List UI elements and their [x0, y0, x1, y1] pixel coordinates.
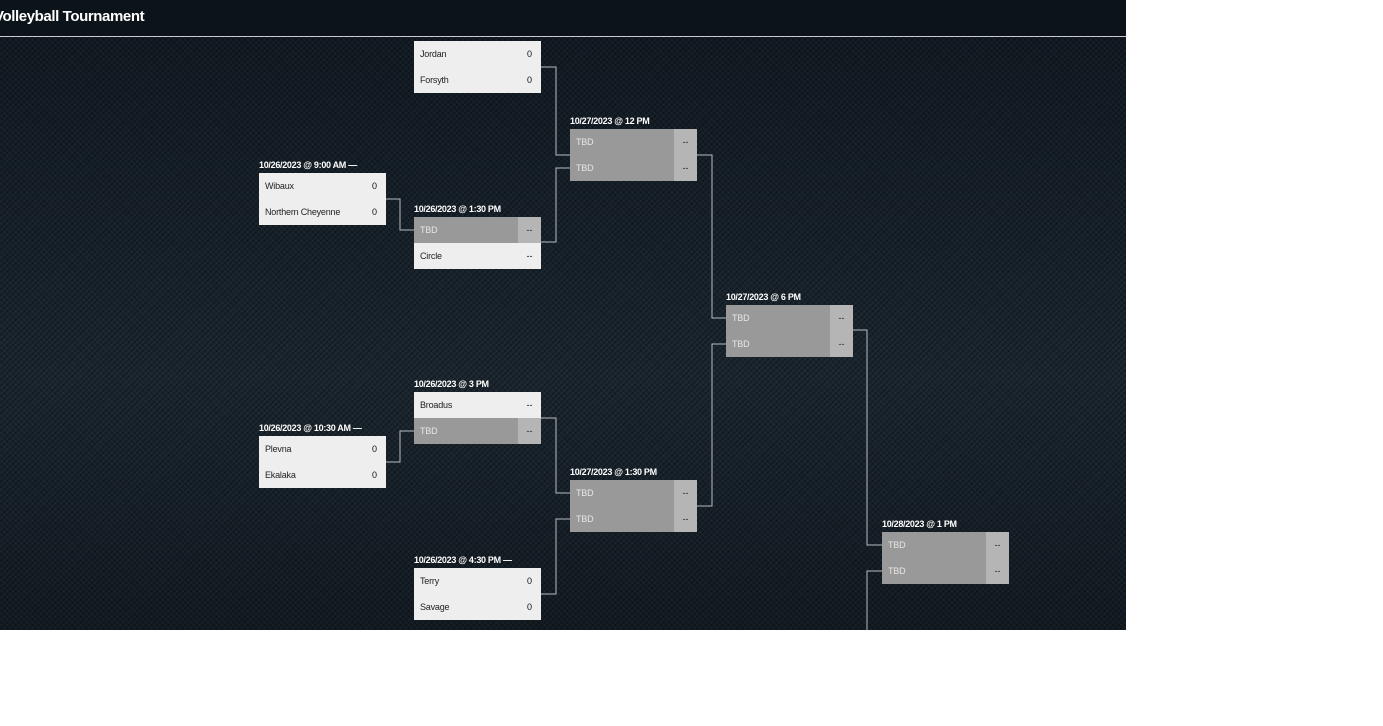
- team-slot[interactable]: Forsyth 0: [414, 67, 541, 93]
- match-datetime: 10/26/2023 @ 3 PM: [414, 379, 489, 389]
- team-name: Jordan: [420, 49, 447, 59]
- team-score: --: [986, 558, 1009, 584]
- connector-m7-m6: [385, 430, 414, 463]
- team-score: 0: [526, 602, 532, 612]
- match-datetime: 10/27/2023 @ 12 PM: [570, 116, 650, 126]
- team-score: --: [518, 418, 541, 444]
- team-slot[interactable]: Plevna 0: [259, 436, 386, 462]
- team-score: 0: [526, 75, 532, 85]
- connector-m8-m5: [696, 343, 726, 507]
- match-card[interactable]: 10/26/2023 @ 4:30 PM — Terry 0 Savage 0: [414, 555, 541, 620]
- team-name: Broadus: [420, 400, 453, 410]
- team-name: Terry: [420, 576, 439, 586]
- team-name: TBD: [888, 540, 906, 550]
- connector-m3-m4: [541, 167, 570, 243]
- team-name: TBD: [576, 514, 594, 524]
- team-score: --: [674, 480, 697, 506]
- connector-m10-m8: [541, 518, 570, 595]
- match-datetime: 10/27/2023 @ 1:30 PM: [570, 467, 657, 477]
- match-card[interactable]: Jordan 0 Forsyth 0: [414, 41, 541, 93]
- connector-m4-m5: [696, 154, 726, 319]
- match-datetime: 10/26/2023 @ 10:30 AM —: [259, 423, 362, 433]
- team-slot[interactable]: Circle --: [414, 243, 541, 269]
- match-card[interactable]: 10/26/2023 @ 10:30 AM — Plevna 0 Ekalaka…: [259, 423, 386, 488]
- team-slot[interactable]: TBD --: [570, 506, 697, 532]
- team-score: --: [674, 155, 697, 181]
- team-score: --: [674, 129, 697, 155]
- match-datetime: 10/27/2023 @ 6 PM: [726, 292, 801, 302]
- match-datetime: 10/26/2023 @ 4:30 PM —: [414, 555, 512, 565]
- team-score: --: [830, 331, 853, 357]
- team-name: Ekalaka: [265, 470, 296, 480]
- team-slot[interactable]: TBD --: [414, 418, 541, 444]
- connector-m5-m9: [852, 329, 882, 546]
- connector-m6-m8: [541, 417, 570, 494]
- team-slot[interactable]: Ekalaka 0: [259, 462, 386, 488]
- team-name: Northern Cheyenne: [265, 207, 341, 217]
- team-score: --: [674, 506, 697, 532]
- team-slot[interactable]: Northern Cheyenne 0: [259, 199, 386, 225]
- connector-m1-m4: [541, 66, 570, 156]
- team-name: TBD: [888, 566, 906, 576]
- team-score: --: [830, 305, 853, 331]
- team-score: --: [526, 400, 533, 410]
- match-card[interactable]: 10/27/2023 @ 6 PM TBD -- TBD --: [726, 292, 853, 357]
- team-name: Forsyth: [420, 75, 449, 85]
- match-card[interactable]: 10/26/2023 @ 9:00 AM — Wibaux 0 Northern…: [259, 160, 386, 225]
- match-datetime: 10/28/2023 @ 1 PM: [882, 519, 957, 529]
- match-card[interactable]: 10/26/2023 @ 1:30 PM TBD -- Circle --: [414, 204, 541, 269]
- team-score: --: [518, 217, 541, 243]
- team-slot[interactable]: TBD --: [882, 558, 1009, 584]
- team-name: TBD: [576, 488, 594, 498]
- team-name: TBD: [732, 339, 750, 349]
- team-slot[interactable]: Broadus --: [414, 392, 541, 418]
- team-name: Circle: [420, 251, 442, 261]
- team-slot[interactable]: Savage 0: [414, 594, 541, 620]
- match-datetime: 10/26/2023 @ 9:00 AM —: [259, 160, 357, 170]
- team-slot[interactable]: TBD --: [414, 217, 541, 243]
- match-card[interactable]: 10/27/2023 @ 1:30 PM TBD -- TBD --: [570, 467, 697, 532]
- team-score: 0: [526, 576, 532, 586]
- team-slot[interactable]: Jordan 0: [414, 41, 541, 67]
- team-slot[interactable]: TBD --: [570, 129, 697, 155]
- team-score: 0: [526, 49, 532, 59]
- page-header: Volleyball Tournament: [0, 0, 1126, 37]
- team-name: Plevna: [265, 444, 292, 454]
- team-name: Savage: [420, 602, 450, 612]
- team-name: TBD: [732, 313, 750, 323]
- match-card[interactable]: 10/28/2023 @ 1 PM TBD -- TBD --: [882, 519, 1009, 584]
- team-score: --: [526, 251, 533, 261]
- connector-m2-m3: [385, 198, 414, 231]
- match-datetime: 10/26/2023 @ 1:30 PM: [414, 204, 501, 214]
- team-name: TBD: [576, 163, 594, 173]
- bracket-connectors: [385, 66, 882, 630]
- team-score: 0: [371, 207, 377, 217]
- team-name: TBD: [420, 225, 438, 235]
- team-name: TBD: [576, 137, 594, 147]
- page-title: Volleyball Tournament: [0, 8, 145, 25]
- team-score: --: [986, 532, 1009, 558]
- team-score: 0: [371, 444, 377, 454]
- team-slot[interactable]: TBD --: [882, 532, 1009, 558]
- connector-lower-m9: [866, 570, 882, 630]
- team-slot[interactable]: TBD --: [726, 331, 853, 357]
- team-slot[interactable]: TBD --: [570, 155, 697, 181]
- team-score: 0: [371, 470, 377, 480]
- match-card[interactable]: 10/27/2023 @ 12 PM TBD -- TBD --: [570, 116, 697, 181]
- match-card[interactable]: 10/26/2023 @ 3 PM Broadus -- TBD --: [414, 379, 541, 444]
- team-slot[interactable]: Wibaux 0: [259, 173, 386, 199]
- team-slot[interactable]: Terry 0: [414, 568, 541, 594]
- team-name: Wibaux: [265, 181, 294, 191]
- team-name: TBD: [420, 426, 438, 436]
- team-slot[interactable]: TBD --: [570, 480, 697, 506]
- bracket-canvas: Volleyball Tournament Jordan 0 Forsyth 0…: [0, 0, 1126, 630]
- team-score: 0: [371, 181, 377, 191]
- team-slot[interactable]: TBD --: [726, 305, 853, 331]
